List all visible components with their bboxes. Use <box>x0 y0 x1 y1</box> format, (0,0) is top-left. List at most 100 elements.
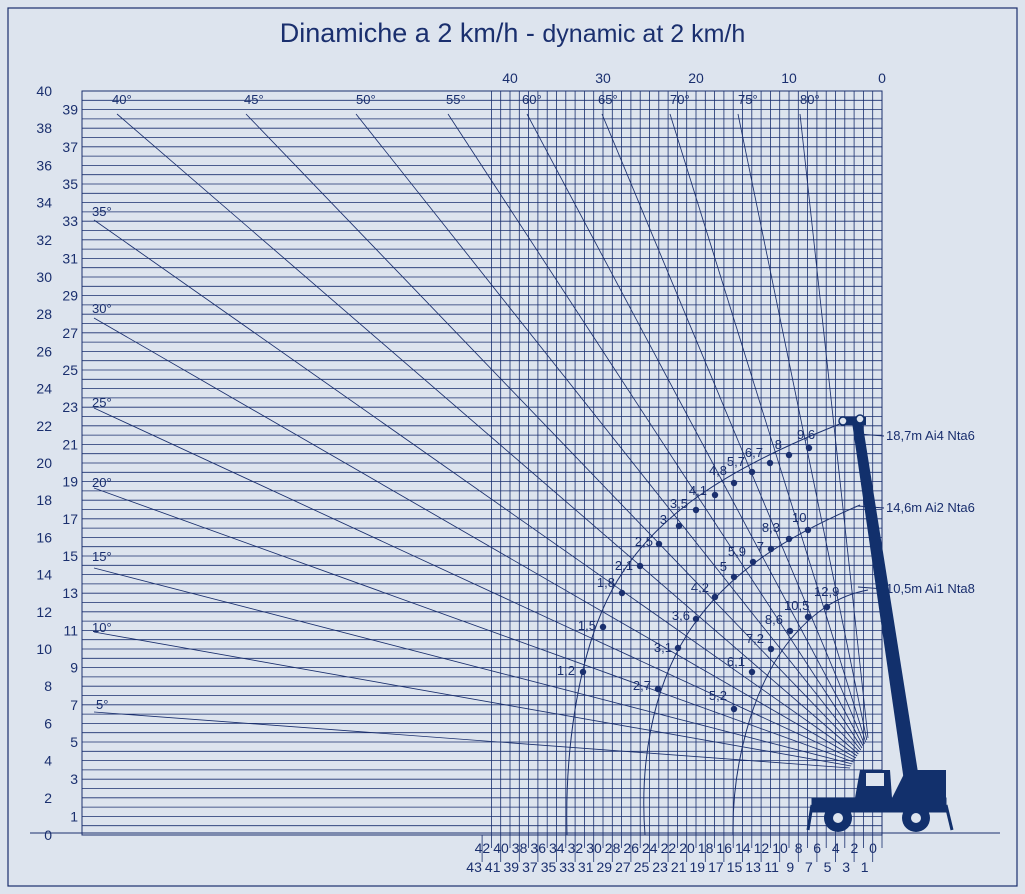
angle-line <box>93 711 851 769</box>
bottom-axis-label-odd: 37 <box>522 859 538 875</box>
bottom-axis-label-even: 34 <box>549 840 565 856</box>
boom-config-label: 14,6m Ai2 Nta6 <box>886 500 975 515</box>
load-label: 3,6 <box>672 608 690 623</box>
bottom-axis-label-odd: 43 <box>466 859 482 875</box>
load-label: 5,9 <box>728 544 746 559</box>
angle-line <box>355 113 862 751</box>
bottom-axis-label-odd: 15 <box>727 859 743 875</box>
angle-line <box>116 113 859 755</box>
left-axis-label-inner: 23 <box>62 399 78 415</box>
left-axis-label-outer: 36 <box>36 157 52 173</box>
load-point <box>805 444 813 452</box>
bottom-axis-label-even: 4 <box>832 840 840 856</box>
left-axis-label-outer: 20 <box>36 455 52 471</box>
bottom-axis-label-even: 6 <box>813 840 821 856</box>
load-point <box>823 603 831 611</box>
angle-label: 60° <box>522 92 542 107</box>
load-point <box>692 506 700 514</box>
load-point <box>618 589 626 597</box>
angle-label: 10° <box>92 620 112 635</box>
angle-label: 20° <box>92 475 112 490</box>
title-separator: - <box>525 18 535 48</box>
load-label: 4,1 <box>689 483 707 498</box>
crane-silhouette <box>806 414 954 832</box>
angle-line <box>93 567 853 765</box>
bottom-axis-label-even: 40 <box>493 840 509 856</box>
left-axis-label-outer: 26 <box>36 343 52 359</box>
bottom-axis-label-even: 24 <box>642 840 658 856</box>
crane-stabilizer <box>944 804 954 831</box>
bottom-axis-label-even: 20 <box>679 840 695 856</box>
load-point <box>675 522 683 530</box>
angle-label: 50° <box>356 92 376 107</box>
crane-stabilizer <box>806 804 814 831</box>
angle-label: 15° <box>92 549 112 564</box>
left-axis-label-inner: 27 <box>62 325 78 341</box>
bottom-axis-label-even: 26 <box>623 840 639 856</box>
load-point <box>804 613 812 621</box>
angle-label: 35° <box>92 204 112 219</box>
load-label: 3 <box>660 512 667 527</box>
load-point <box>730 705 738 713</box>
angle-line <box>93 487 854 763</box>
left-axis-label-inner: 11 <box>63 622 78 638</box>
angle-label: 30° <box>92 301 112 316</box>
angle-label: 80° <box>800 92 820 107</box>
top-axis-label: 20 <box>688 70 704 86</box>
angle-line <box>93 317 857 759</box>
bottom-axis-label-even: 16 <box>716 840 732 856</box>
load-label: 7,2 <box>746 631 764 646</box>
load-label: 10 <box>792 510 806 525</box>
outer-border <box>7 7 1018 887</box>
crane-wheel-hub <box>911 813 921 823</box>
load-point <box>655 540 663 548</box>
bottom-axis-label-even: 30 <box>586 840 602 856</box>
load-label: 2,1 <box>615 558 633 573</box>
bottom-axis-label-even: 28 <box>605 840 621 856</box>
crane-wheel-hub <box>833 813 843 823</box>
left-axis-label-outer: 18 <box>36 492 52 508</box>
load-label: 3,5 <box>670 496 688 511</box>
load-label: 1,2 <box>557 663 575 678</box>
bottom-axis-label-odd: 7 <box>805 859 813 875</box>
angle-label: 70° <box>670 92 690 107</box>
load-point <box>749 558 757 566</box>
angle-label: 55° <box>446 92 466 107</box>
left-axis-label-inner: 19 <box>62 474 78 490</box>
load-point <box>786 627 794 635</box>
load-point <box>785 451 793 459</box>
bottom-axis-label-even: 10 <box>772 840 788 856</box>
load-label: 8 <box>775 437 782 452</box>
load-point <box>711 593 719 601</box>
crane-pulley <box>855 414 865 424</box>
bottom-axis-label-even: 32 <box>568 840 584 856</box>
bottom-axis-label-odd: 9 <box>786 859 794 875</box>
load-point <box>599 623 607 631</box>
bottom-axis-label-even: 36 <box>530 840 546 856</box>
bottom-axis-label-odd: 31 <box>578 859 594 875</box>
top-axis-label: 0 <box>878 70 886 86</box>
bottom-axis-label-even: 8 <box>795 840 803 856</box>
load-label: 1,8 <box>597 575 615 590</box>
load-point <box>654 685 662 693</box>
load-label: 5,2 <box>709 688 727 703</box>
load-label: 4,2 <box>691 580 709 595</box>
left-axis-label-inner: 5 <box>70 734 78 750</box>
bottom-axis-label-odd: 23 <box>652 859 668 875</box>
left-axis-label-outer: 4 <box>44 753 52 769</box>
grid-lines <box>82 91 882 835</box>
left-axis-label-outer: 16 <box>36 529 52 545</box>
angle-label: 75° <box>738 92 758 107</box>
angle-line <box>601 113 865 745</box>
load-point <box>767 545 775 553</box>
left-axis-label-inner: 9 <box>70 660 78 676</box>
load-point <box>748 668 756 676</box>
crane-boom-head <box>840 417 866 425</box>
angle-label: 5° <box>96 697 108 712</box>
left-axis-label-inner: 37 <box>62 139 78 155</box>
boom-config-label: 18,7m Ai4 Nta6 <box>886 428 975 443</box>
bottom-axis-label-odd: 21 <box>671 859 687 875</box>
left-axis-label-inner: 7 <box>70 697 78 713</box>
load-label: 5,7 <box>727 454 745 469</box>
